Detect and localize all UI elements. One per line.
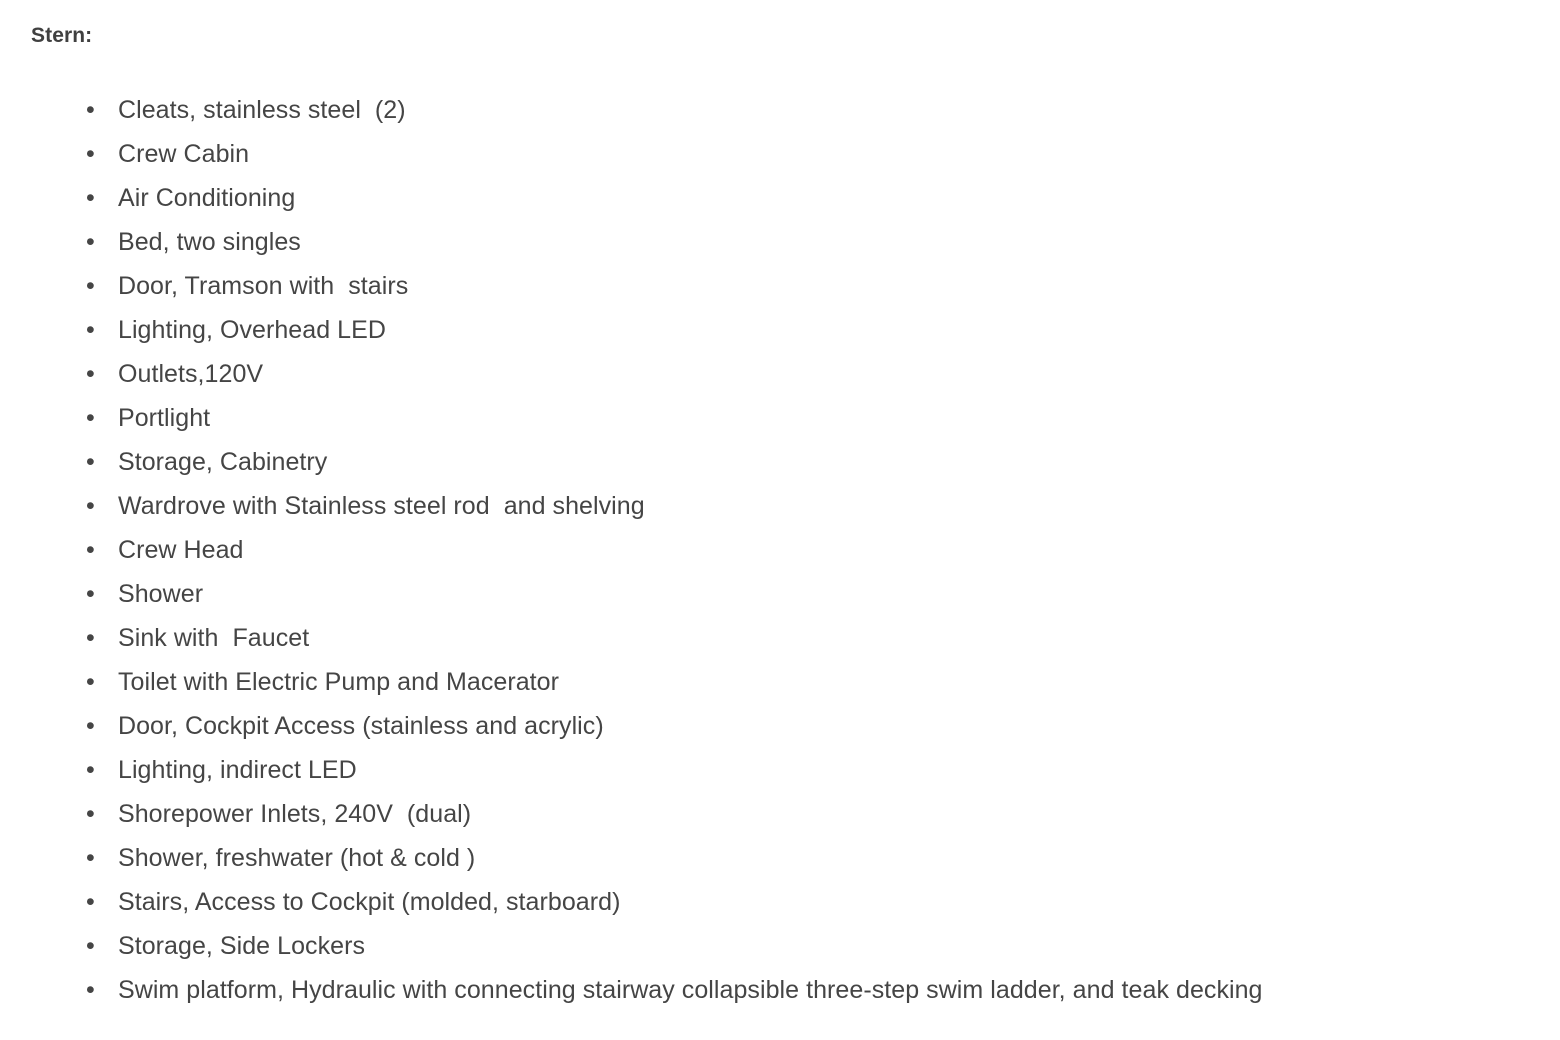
bullet-icon: •	[86, 624, 95, 652]
bullet-icon: •	[86, 492, 95, 520]
list-item-label: Lighting, indirect LED	[118, 756, 357, 784]
list-item-label: Crew Head	[118, 536, 244, 564]
list-item: • Crew Cabin	[0, 132, 1560, 176]
list-item-label: Storage, Side Lockers	[118, 932, 366, 960]
list-item: • Cleats, stainless steel (2)	[0, 88, 1560, 132]
list-item: • Bed, two singles	[0, 220, 1560, 264]
list-item-label: Shower	[118, 580, 204, 608]
list-item: • Outlets,120V	[0, 352, 1560, 396]
list-item-label: Cleats, stainless steel (2)	[118, 96, 406, 124]
bullet-icon: •	[86, 668, 95, 696]
bullet-icon: •	[86, 580, 95, 608]
bullet-icon: •	[86, 976, 95, 1004]
list-item: • Shorepower Inlets, 240V (dual)	[0, 792, 1560, 836]
list-item-label: Bed, two singles	[118, 228, 301, 256]
list-item: • Door, Tramson with stairs	[0, 264, 1560, 308]
bullet-icon: •	[86, 140, 95, 168]
list-item: • Shower, freshwater (hot & cold )	[0, 836, 1560, 880]
list-item: • Storage, Side Lockers	[0, 924, 1560, 968]
bullet-icon: •	[86, 536, 95, 564]
list-item-label: Shorepower Inlets, 240V (dual)	[118, 800, 472, 828]
bullet-icon: •	[86, 272, 95, 300]
list-item: • Stairs, Access to Cockpit (molded, star…	[0, 880, 1560, 924]
bullet-icon: •	[86, 800, 95, 828]
bullet-icon: •	[86, 96, 95, 124]
list-item-label: Portlight	[118, 404, 211, 432]
list-item: • Door, Cockpit Access (stainless and acr…	[0, 704, 1560, 748]
list-item: • Swim platform, Hydraulic with connectin…	[0, 968, 1560, 1012]
list-item-label: Swim platform, Hydraulic with connecting…	[118, 976, 1263, 1004]
bullet-icon: •	[86, 448, 95, 476]
list-item-label: Crew Cabin	[118, 140, 250, 168]
list-item-label: Air Conditioning	[118, 184, 296, 212]
list-item-label: Door, Tramson with stairs	[118, 272, 409, 300]
list-item: • Storage, Cabinetry	[0, 440, 1560, 484]
stern-specification-list: •Cleats, stainless steel (2)•Crew Cabin•…	[0, 88, 1560, 1012]
bullet-icon: •	[86, 316, 95, 344]
list-item-label: Door, Cockpit Access (stainless and acry…	[118, 712, 604, 740]
bullet-icon: •	[86, 712, 95, 740]
bullet-icon: •	[86, 932, 95, 960]
list-item: • Wardrove with Stainless steel rod and s…	[0, 484, 1560, 528]
list-item-label: Toilet with Electric Pump and Macerator	[118, 668, 560, 696]
list-item: • Shower	[0, 572, 1560, 616]
list-item-label: Wardrove with Stainless steel rod and sh…	[118, 492, 645, 520]
bullet-icon: •	[86, 844, 95, 872]
list-item: • Toilet with Electric Pump and Macerator	[0, 660, 1560, 704]
list-item: • Portlight	[0, 396, 1560, 440]
list-item: • Crew Head	[0, 528, 1560, 572]
list-item-label: Stairs, Access to Cockpit (molded, starb…	[118, 888, 621, 916]
list-item: • Lighting, Overhead LED	[0, 308, 1560, 352]
list-item: • Sink with Faucet	[0, 616, 1560, 660]
bullet-icon: •	[86, 404, 95, 432]
list-item-label: Outlets,120V	[118, 360, 264, 388]
section-heading-stern: Stern:	[31, 24, 93, 47]
bullet-icon: •	[86, 228, 95, 256]
bullet-icon: •	[86, 360, 95, 388]
list-item: • Air Conditioning	[0, 176, 1560, 220]
list-item-label: Sink with Faucet	[118, 624, 310, 652]
list-item-label: Lighting, Overhead LED	[118, 316, 386, 344]
bullet-icon: •	[86, 756, 95, 784]
bullet-icon: •	[86, 184, 95, 212]
list-item-label: Storage, Cabinetry	[118, 448, 328, 476]
list-item: • Lighting, indirect LED	[0, 748, 1560, 792]
list-item-label: Shower, freshwater (hot & cold )	[118, 844, 476, 872]
bullet-icon: •	[86, 888, 95, 916]
